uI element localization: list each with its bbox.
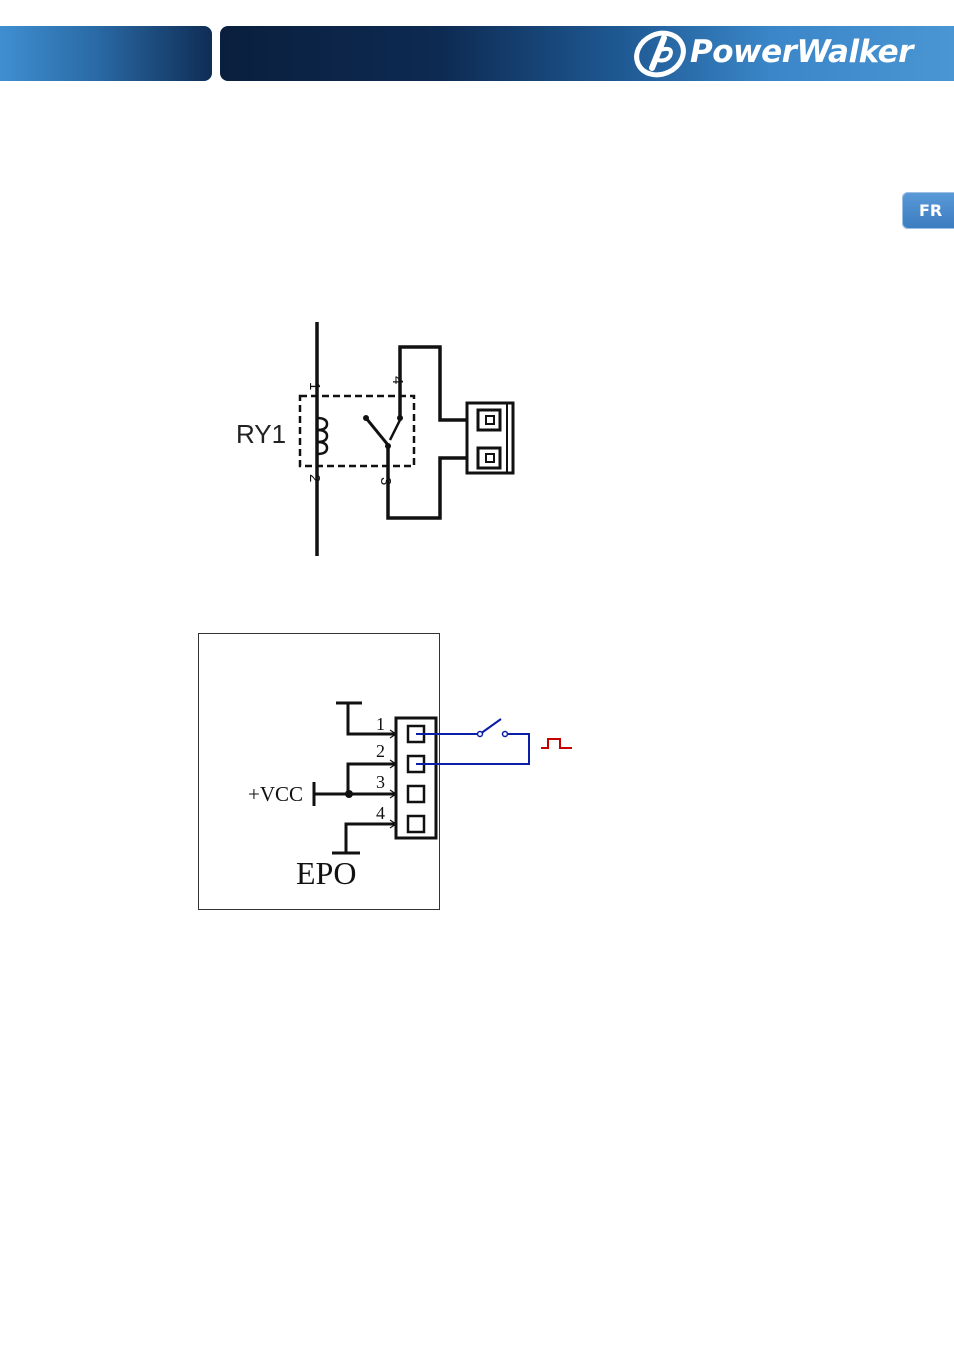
relay-pin-2: 2 [306, 474, 323, 482]
epo-pin-1: 1 [376, 714, 385, 734]
relay-label: RY1 [236, 419, 286, 449]
relay-diagram: RY1 1 2 3 4 [230, 270, 530, 570]
epo-title: EPO [296, 855, 356, 891]
relay-pin-1: 1 [306, 382, 323, 390]
epo-pin-3: 3 [376, 772, 385, 792]
relay-pin-3: 3 [377, 477, 394, 485]
header-bar-left [0, 26, 212, 81]
language-tab[interactable]: FR [902, 192, 954, 229]
language-tab-label: FR [919, 201, 942, 220]
epo-pin-4: 4 [376, 803, 385, 823]
relay-pin-4: 4 [389, 376, 406, 384]
epo-diagram: 1 2 3 4 +VCC EPO [198, 633, 588, 910]
brand-name: PowerWalker [690, 34, 913, 70]
powerwalker-logo-icon [630, 28, 690, 80]
epo-pin-2: 2 [376, 741, 385, 761]
brand-logo: PowerWalker [630, 28, 945, 80]
vcc-label: +VCC [248, 782, 303, 806]
